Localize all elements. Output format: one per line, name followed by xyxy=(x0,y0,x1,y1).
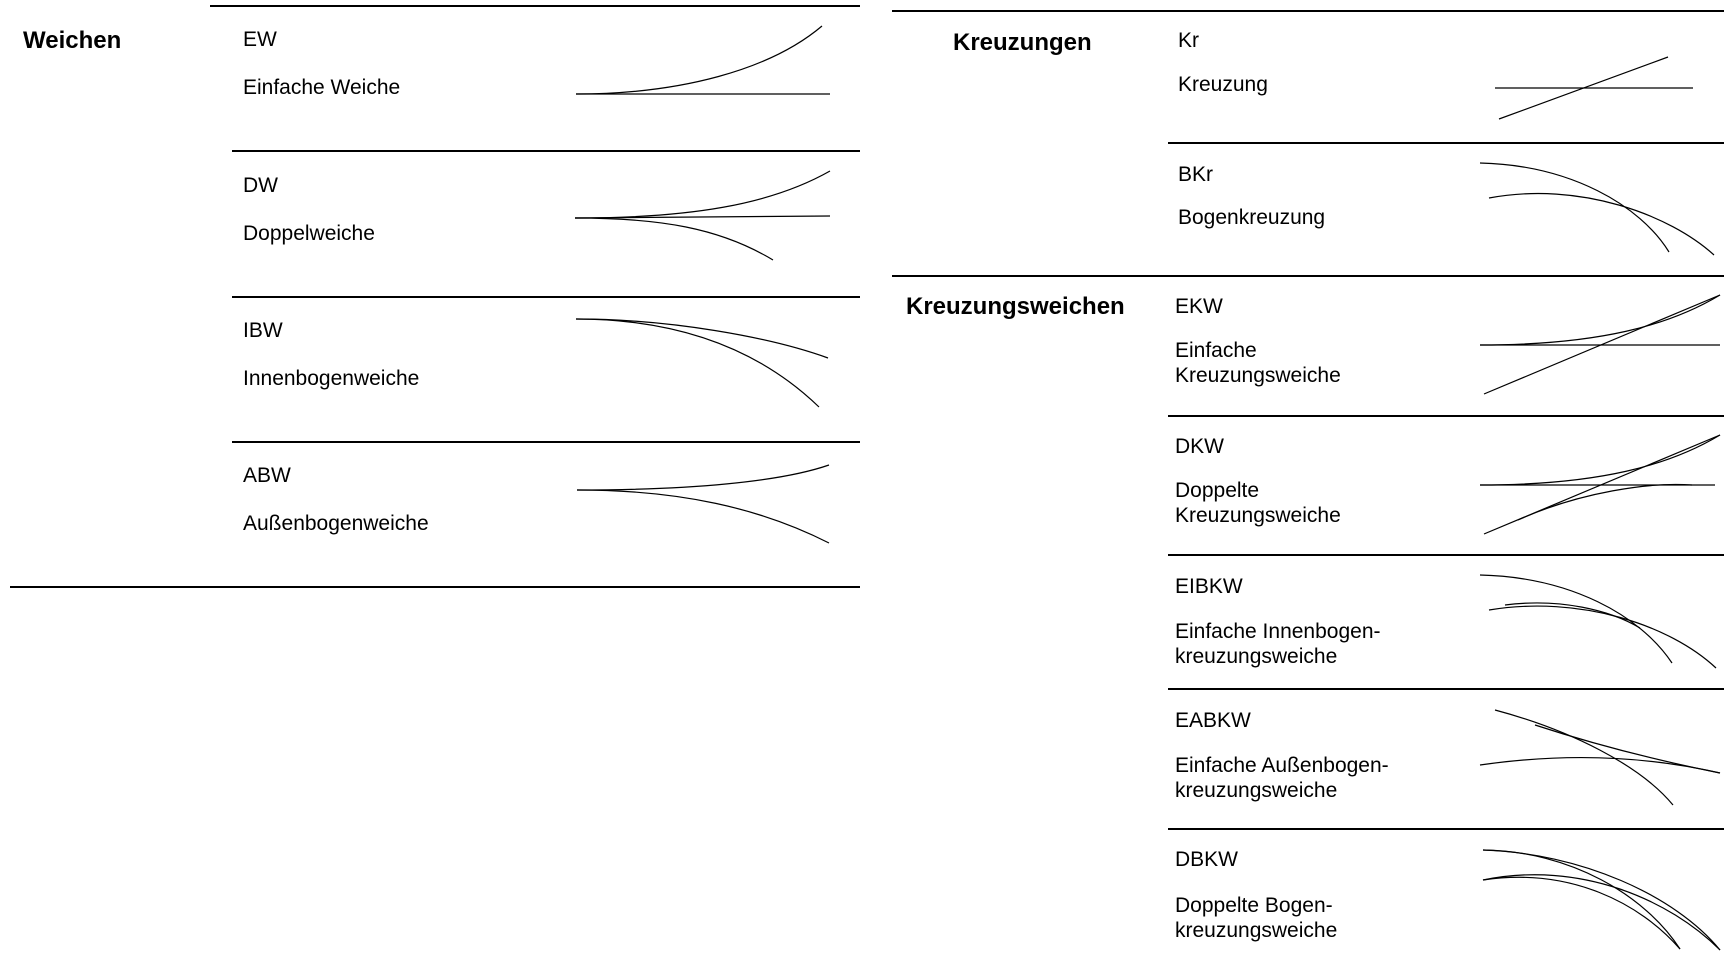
symbol-innenbogenweiche xyxy=(575,318,829,408)
name-ekw-line2: Kreuzungsweiche xyxy=(1175,364,1341,387)
name-dkw-line1: Doppelte xyxy=(1175,479,1260,502)
symbol-doppelte-bogen-kreuzungsweiche xyxy=(1482,849,1721,951)
rule-kreuzungen-top xyxy=(892,10,1724,12)
name-eabkw: Einfache Außenbogen- kreuzungsweiche xyxy=(1175,753,1389,803)
name-dkw-line2: Kreuzungsweiche xyxy=(1175,504,1341,527)
rule-kreuzungsweichen-5 xyxy=(1168,828,1724,830)
name-ew: Einfache Weiche xyxy=(243,76,401,99)
abbr-ew: EW xyxy=(243,28,277,51)
rule-weichen-top xyxy=(210,5,860,7)
rule-weichen-bottom xyxy=(10,586,860,588)
rule-kreuzungsweichen-2 xyxy=(1168,415,1724,417)
symbol-doppelweiche xyxy=(574,170,831,261)
rule-kreuzungsweichen-top xyxy=(892,275,1724,277)
abbr-dbkw: DBKW xyxy=(1175,848,1238,871)
abbr-dkw: DKW xyxy=(1175,435,1224,458)
rule-kreuzungen-2 xyxy=(1168,142,1724,144)
name-dkw: Doppelte Kreuzungsweiche xyxy=(1175,478,1341,528)
rule-weichen-3 xyxy=(232,296,860,298)
rule-kreuzungsweichen-4 xyxy=(1168,688,1724,690)
abbr-ibw: IBW xyxy=(243,319,283,342)
name-eibkw-line2: kreuzungsweiche xyxy=(1175,645,1338,668)
symbol-einfache-kreuzungsweiche xyxy=(1479,294,1721,395)
category-kreuzungsweichen: Kreuzungsweichen xyxy=(906,293,1125,320)
name-kr: Kreuzung xyxy=(1178,73,1268,96)
name-bkr: Bogenkreuzung xyxy=(1178,206,1326,229)
rule-weichen-2 xyxy=(232,150,860,152)
name-ibw: Innenbogenweiche xyxy=(243,367,420,390)
name-eibkw: Einfache Innenbogen- kreuzungsweiche xyxy=(1175,619,1381,669)
rule-weichen-4 xyxy=(232,441,860,443)
name-dbkw-line2: kreuzungsweiche xyxy=(1175,919,1338,942)
name-dbkw: Doppelte Bogen- kreuzungsweiche xyxy=(1175,893,1337,943)
abbr-bkr: BKr xyxy=(1178,163,1214,186)
name-dbkw-line1: Doppelte Bogen- xyxy=(1175,894,1333,917)
name-eabkw-line2: kreuzungsweiche xyxy=(1175,779,1338,802)
name-abw: Außenbogenweiche xyxy=(243,512,429,535)
rule-kreuzungsweichen-3 xyxy=(1168,554,1724,556)
name-eabkw-line1: Einfache Außenbogen- xyxy=(1175,754,1389,777)
symbol-einfache-weiche xyxy=(575,25,830,95)
name-ekw: Einfache Kreuzungsweiche xyxy=(1175,338,1341,388)
abbr-abw: ABW xyxy=(243,464,291,487)
symbol-bogenkreuzung xyxy=(1479,162,1715,256)
abbr-dw: DW xyxy=(243,174,278,197)
abbr-eabkw: EABKW xyxy=(1175,709,1251,732)
category-weichen: Weichen xyxy=(23,27,122,54)
symbol-aussenbogenweiche xyxy=(576,464,830,544)
symbol-doppelte-kreuzungsweiche xyxy=(1479,434,1721,535)
name-dw: Doppelweiche xyxy=(243,222,375,245)
symbol-kreuzung xyxy=(1495,56,1693,120)
abbr-eibkw: EIBKW xyxy=(1175,575,1243,598)
category-kreuzungen: Kreuzungen xyxy=(953,29,1092,56)
name-eibkw-line1: Einfache Innenbogen- xyxy=(1175,620,1381,643)
symbol-einfache-innenbogen-kreuzungsweiche xyxy=(1479,574,1717,669)
abbr-ekw: EKW xyxy=(1175,295,1223,318)
abbr-kr: Kr xyxy=(1178,29,1199,52)
name-ekw-line1: Einfache xyxy=(1175,339,1257,362)
symbol-einfache-aussenbogen-kreuzungsweiche xyxy=(1479,709,1721,806)
